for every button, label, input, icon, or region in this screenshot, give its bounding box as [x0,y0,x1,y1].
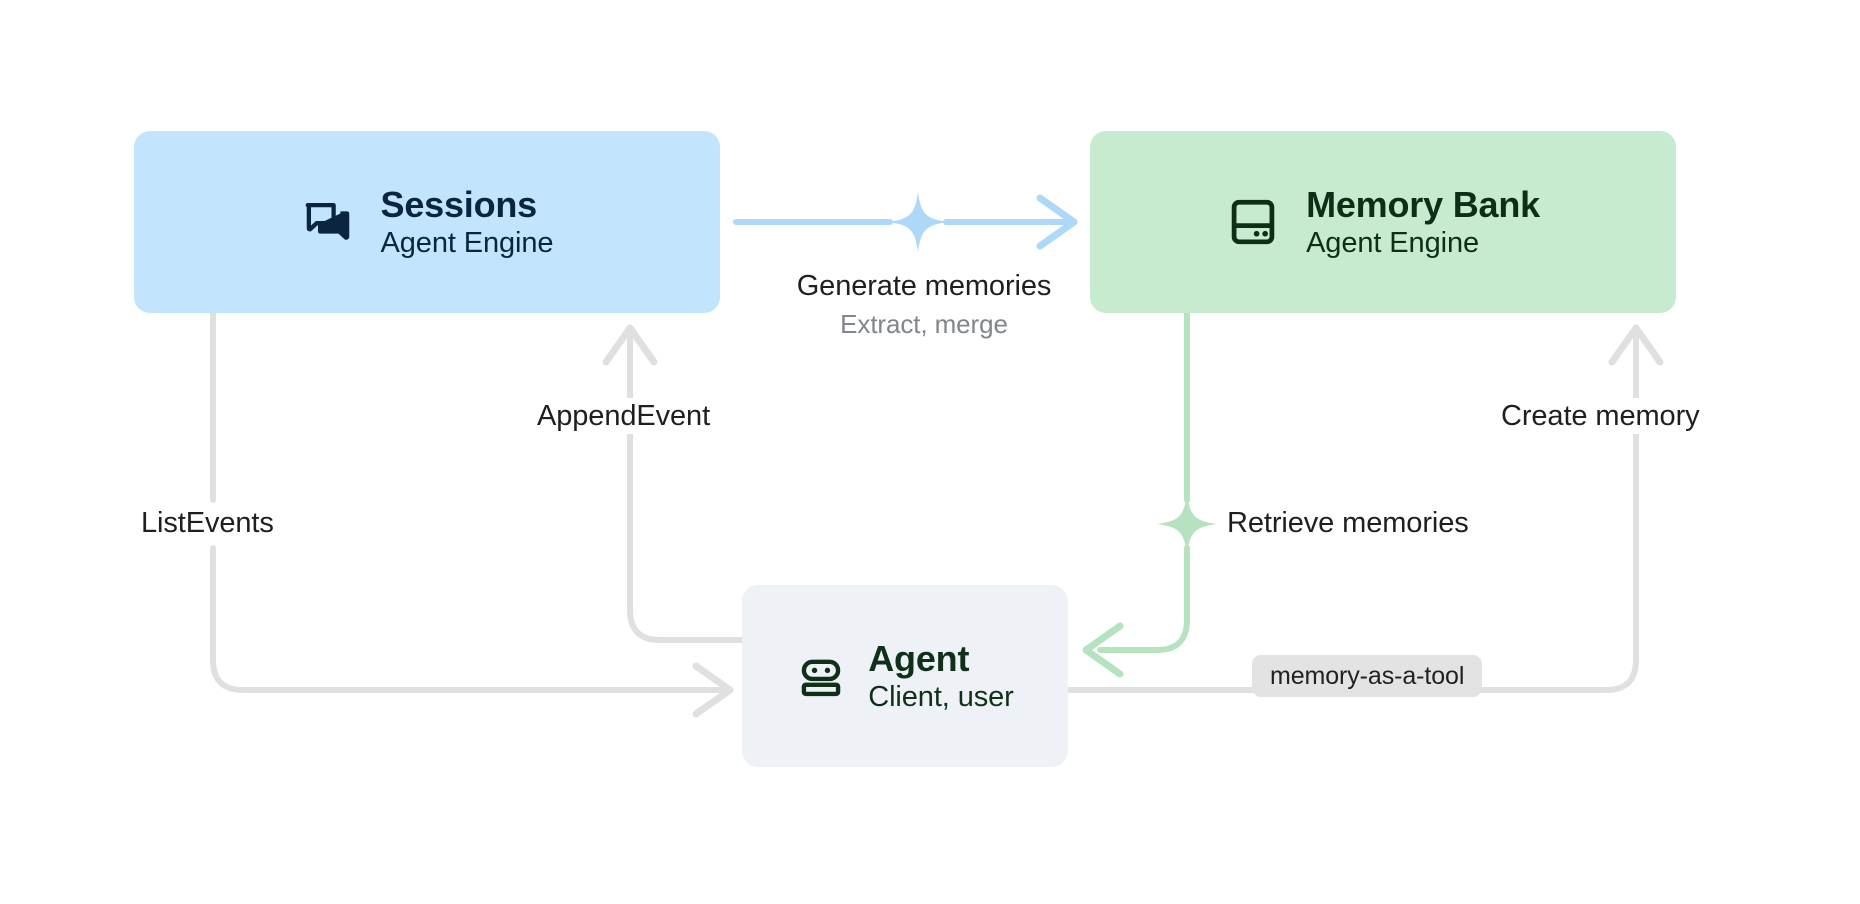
chip-memory-as-a-tool: memory-as-a-tool [1252,655,1483,697]
edge-label-create-memory: Create memory [1492,398,1709,435]
edge-label-generate-memories-main: Generate memories [796,270,1052,302]
database-storage-icon [1231,199,1275,245]
node-sessions-title: Sessions [380,183,538,225]
node-memory-bank-subtitle: Agent Engine [1306,226,1480,259]
node-sessions-subtitle: Agent Engine [380,226,554,259]
sparkle-icon [1157,494,1217,554]
edge-append-event [602,324,745,643]
edge-create-memory [1065,324,1664,693]
edge-label-append-event: AppendEvent [528,398,720,435]
edge-label-generate-memories-sub: Extract, merge [840,309,1008,340]
robot-icon [801,659,841,697]
node-agent-subtitle: Client, user [868,680,1014,713]
node-memory-bank-title: Memory Bank [1306,183,1540,225]
node-agent-title: Agent [868,637,970,679]
edge-label-retrieve-memories: Retrieve memories [1218,505,1478,542]
edge-list-events [210,310,734,718]
chat-bubbles-icon [305,202,349,240]
edge-label-list-events: ListEvents [132,505,283,542]
node-memory-bank[interactable]: Memory Bank Agent Engine [1090,131,1676,313]
edge-label-generate-memories: Generate memories Extract, merge [765,268,1083,341]
edge-retrieve-memories [1082,310,1217,678]
sparkle-icon [888,192,948,252]
node-sessions[interactable]: Sessions Agent Engine [134,131,720,313]
node-agent[interactable]: Agent Client, user [742,585,1068,767]
edge-generate-memories [733,192,1078,252]
